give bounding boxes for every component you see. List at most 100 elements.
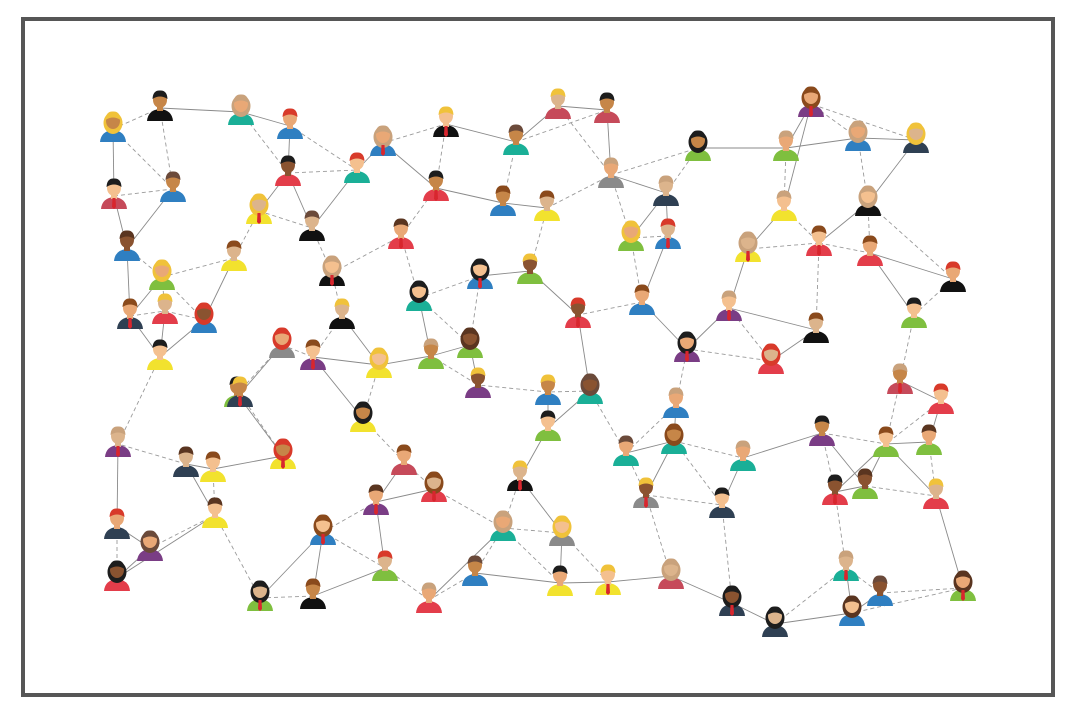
connection-line (117, 356, 161, 445)
person-avatar-icon (104, 508, 130, 539)
connection-line (774, 567, 847, 625)
connection-line (885, 400, 942, 445)
person-avatar-icon (310, 514, 336, 545)
person-avatar-icon (391, 444, 417, 475)
connection-line (810, 103, 917, 141)
connection-line (834, 485, 866, 493)
connection-line (515, 109, 608, 143)
person-avatar-icon (100, 111, 126, 142)
person-avatar-icon (433, 106, 459, 137)
person-avatar-icon (928, 383, 954, 414)
person-avatar-icon (457, 327, 483, 358)
person-avatar-icon (549, 515, 575, 546)
person-avatar-icon (372, 550, 398, 581)
connection-line (113, 188, 174, 197)
person-avatar-icon (661, 423, 687, 454)
person-avatar-icon (152, 293, 178, 324)
person-avatar-icon (887, 363, 913, 394)
connection-line (821, 432, 887, 445)
person-avatar-icon (762, 606, 788, 637)
person-avatar-icon (839, 595, 865, 626)
connection-line (159, 107, 242, 113)
person-avatar-icon (418, 338, 444, 369)
person-avatar-icon (329, 298, 355, 329)
person-avatar-icon (117, 298, 143, 329)
person-avatar-icon (149, 259, 175, 290)
connection-line (161, 257, 235, 278)
person-avatar-icon (388, 218, 414, 249)
connection-line (435, 187, 504, 204)
person-avatar-icon (517, 253, 543, 284)
connection-line (117, 443, 187, 465)
person-avatar-icon (202, 497, 228, 528)
connection-line (885, 441, 930, 445)
person-avatar-icon (467, 258, 493, 289)
network-connections (112, 103, 964, 625)
person-avatar-icon (147, 90, 173, 121)
person-avatar-icon (160, 171, 186, 202)
person-avatar-icon (618, 220, 644, 251)
person-avatar-icon (300, 578, 326, 609)
person-avatar-icon (270, 438, 296, 469)
person-avatar-icon (137, 530, 163, 561)
connection-line (670, 575, 733, 604)
person-avatar-icon (421, 471, 447, 502)
person-avatar-icon (845, 120, 871, 151)
person-avatar-icon (633, 477, 659, 508)
person-avatar-icon (406, 280, 432, 311)
person-avatar-icon (370, 125, 396, 156)
connection-line (312, 567, 386, 597)
person-avatar-icon (547, 565, 573, 596)
person-avatar-icon (344, 152, 370, 183)
person-avatar-icon (247, 580, 273, 611)
person-avatar-icon (852, 468, 878, 499)
connection-line (869, 252, 954, 280)
person-avatar-icon (629, 284, 655, 315)
person-avatar-icon (462, 555, 488, 586)
person-avatar-icon (716, 290, 742, 321)
connection-line (149, 514, 216, 549)
person-avatar-icon (901, 297, 927, 328)
connection-line (477, 384, 549, 393)
person-avatar-icon (277, 108, 303, 139)
person-avatar-icon (595, 564, 621, 595)
connection-line (610, 147, 699, 176)
connection-line (625, 440, 675, 454)
person-avatar-icon (246, 193, 272, 224)
connection-line (240, 111, 291, 127)
connection-line (577, 301, 643, 316)
person-avatar-icon (867, 575, 893, 606)
person-avatar-icon (674, 331, 700, 362)
person-avatar-icon (809, 415, 835, 446)
person-avatar-icon (873, 426, 899, 457)
person-avatar-icon (423, 170, 449, 201)
connection-line (259, 595, 314, 599)
person-avatar-icon (200, 451, 226, 482)
person-avatar-icon (663, 387, 689, 418)
person-avatar-icon (490, 185, 516, 216)
person-avatar-icon (735, 231, 761, 262)
connection-line (879, 587, 964, 594)
person-avatar-icon (545, 88, 571, 119)
person-avatar-icon (416, 582, 442, 613)
person-avatar-icon (658, 558, 684, 589)
person-avatar-icon (319, 255, 345, 286)
person-avatar-icon (535, 410, 561, 441)
connection-line (214, 514, 261, 599)
connection-line (864, 485, 937, 497)
connection-line (185, 463, 214, 470)
connection-line (686, 348, 772, 362)
person-avatar-icon (803, 312, 829, 343)
connection-line (312, 356, 380, 366)
person-avatar-icon (363, 484, 389, 515)
connection-line (557, 105, 608, 111)
connection-line (212, 455, 284, 470)
connection-line (851, 587, 964, 614)
connection-line (445, 123, 517, 143)
person-avatar-icon (535, 374, 561, 405)
person-avatar-icon (350, 401, 376, 432)
person-avatar-icon (101, 178, 127, 209)
connection-line (747, 242, 820, 250)
person-avatar-icon (730, 440, 756, 471)
